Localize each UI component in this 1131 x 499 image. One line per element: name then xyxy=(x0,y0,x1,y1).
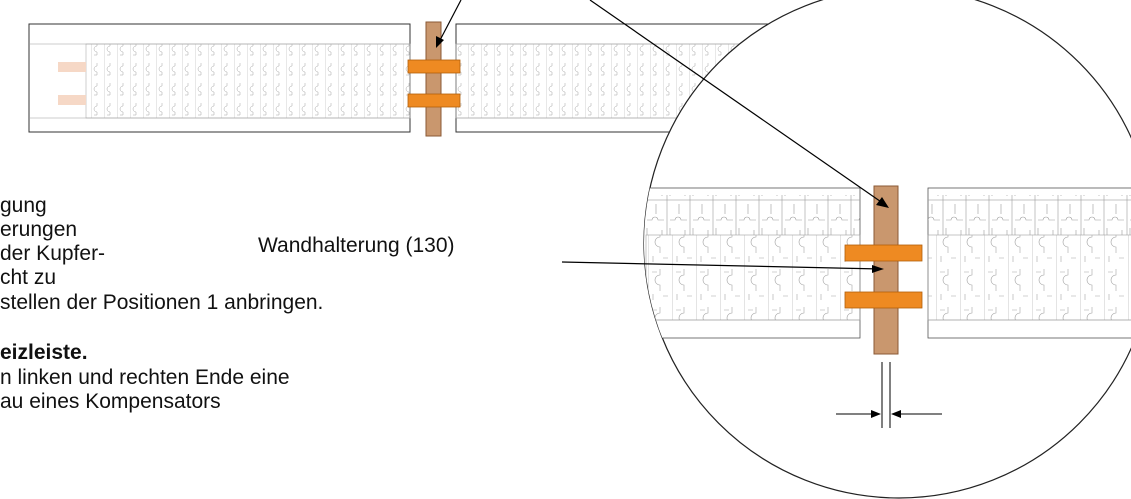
wall-bracket-clamp xyxy=(407,59,461,74)
leader-arrowhead xyxy=(872,265,884,273)
dimension-arrowhead xyxy=(871,410,881,418)
body-text-line: erungen xyxy=(0,218,78,241)
left-fin-block xyxy=(85,43,411,119)
dimension-arrowhead xyxy=(891,410,901,418)
detail-clamp-lower xyxy=(844,291,923,309)
pipe-stub-left xyxy=(58,95,86,105)
body-text-line: cht zu xyxy=(0,266,57,289)
overview-heating-strip xyxy=(28,21,917,137)
leader-arrowhead xyxy=(876,197,889,208)
wall-bracket-leader xyxy=(561,261,882,270)
section-heading: eizleiste. xyxy=(0,341,88,364)
leader-lines xyxy=(436,0,889,273)
leader-line-magnifier xyxy=(589,0,888,207)
leader-arrowhead xyxy=(436,36,444,48)
body-text-line: au eines Kompensators xyxy=(0,390,221,413)
copper-tube-vertical xyxy=(425,21,442,137)
detail-left-fin-body xyxy=(645,234,861,321)
pipe-stub-left xyxy=(58,62,86,72)
detail-right-fins-top xyxy=(928,195,1131,235)
detail-right-fin-body xyxy=(927,234,1131,321)
wall-bracket-label: Wandhalterung (130) xyxy=(258,234,455,257)
body-text-line: gung xyxy=(0,194,47,217)
body-text-line: n linken und rechten Ende eine xyxy=(0,366,290,389)
wall-bracket-clamp xyxy=(407,93,461,108)
body-text-line: der Kupfer- xyxy=(0,242,106,265)
magnified-detail xyxy=(643,0,1131,499)
detail-clamp-upper xyxy=(844,244,923,262)
body-text-line: stellen der Positionen 1 anbringen. xyxy=(0,291,324,314)
leader-line-tube xyxy=(437,0,462,45)
detail-left-fins-top xyxy=(646,195,860,235)
